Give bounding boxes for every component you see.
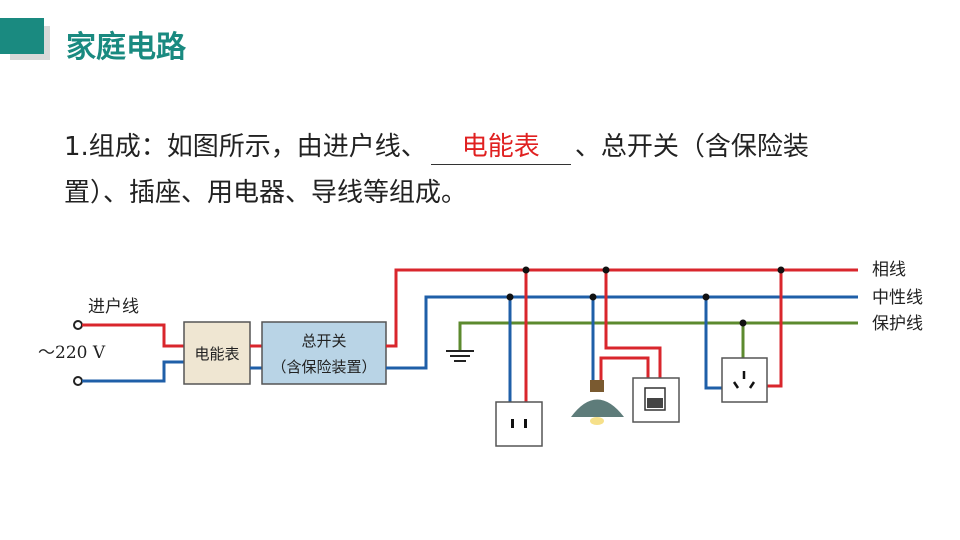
earth-line-label: 保护线 [872,314,923,334]
line1-after: 、总开关（含保险装 [574,132,809,162]
neutral-wire-in [82,360,184,383]
incoming-line-label: 进户线 [88,297,139,317]
socket2-neutral-drop [704,297,722,390]
switch-live-drop [604,270,662,378]
body-paragraph: 1.组成：如图所示，由进户线、电能表、总开关（含保险装 置）、插座、用电器、导线… [64,124,894,216]
live-line-label: 相线 [872,260,906,280]
main-switch-sublabel: （含保险装置） [271,358,376,376]
three-pin-socket [721,357,768,403]
lamp-switched-wire [599,356,650,382]
main-switch-box [261,321,387,385]
voltage-label: ～220 V [38,343,106,363]
junction-dot [777,266,785,274]
socket2-live-drop [767,270,783,388]
socket-hole [524,419,527,428]
earth-line [458,321,858,350]
terminal-bottom [73,376,83,386]
junction-dot [702,293,710,301]
line1-before: 1.组成：如图所示，由进户线、 [64,132,427,162]
lamp-icon [571,380,624,425]
socket-hole [511,419,514,428]
line2: 置）、插座、用电器、导线等组成。 [64,178,468,208]
ground-symbol [446,350,474,362]
energy-meter-label: 电能表 [194,345,239,363]
live-wire-in [82,323,184,348]
junction-dot [602,266,610,274]
junction-dot [506,293,514,301]
page-title: 家庭电路 [66,30,186,65]
terminal-top [73,320,83,330]
junction-dot [739,319,747,327]
neutral-line [386,295,858,370]
header-accent-block [0,18,44,54]
answer-blank: 电能表 [430,130,571,165]
two-pin-socket [495,401,543,447]
junction-dot [589,293,597,301]
three-pin-holes [732,371,756,389]
live-line [386,268,858,348]
main-switch-label: 总开关 [301,332,346,350]
energy-meter-box [183,321,251,385]
junction-dot [522,266,530,274]
neutral-line-label: 中性线 [872,288,923,308]
wall-switch [632,377,680,423]
